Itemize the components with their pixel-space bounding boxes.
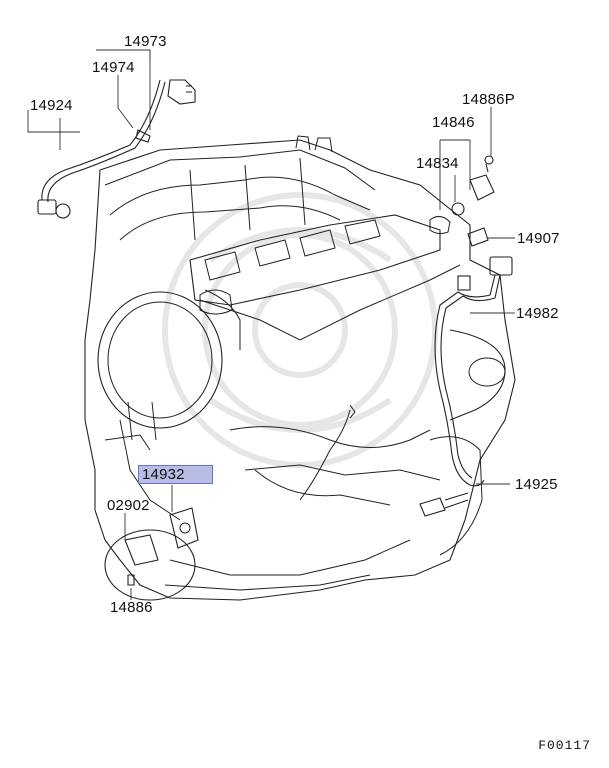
label-14932-highlighted[interactable]: 14932: [138, 465, 213, 484]
label-02902: 02902: [107, 497, 150, 514]
sensor-group-14846: [429, 155, 495, 247]
leader-lines: [27, 49, 515, 600]
label-14982: 14982: [516, 305, 559, 322]
watermark-emblem: [162, 192, 438, 468]
label-14974: 14974: [92, 59, 135, 76]
label-14886P: 14886P: [462, 91, 515, 108]
label-14907: 14907: [517, 230, 560, 247]
sensor-14932: [104, 507, 199, 601]
label-14973: 14973: [124, 33, 167, 50]
label-14846: 14846: [432, 114, 475, 131]
label-14925: 14925: [515, 476, 558, 493]
harness-14982: [419, 256, 513, 517]
label-14834: 14834: [416, 155, 459, 172]
harness-14924: [37, 79, 196, 219]
figure-id: F00117: [538, 738, 591, 753]
label-14886: 14886: [110, 599, 153, 616]
engine-block: [84, 135, 516, 601]
label-14924: 14924: [30, 97, 73, 114]
